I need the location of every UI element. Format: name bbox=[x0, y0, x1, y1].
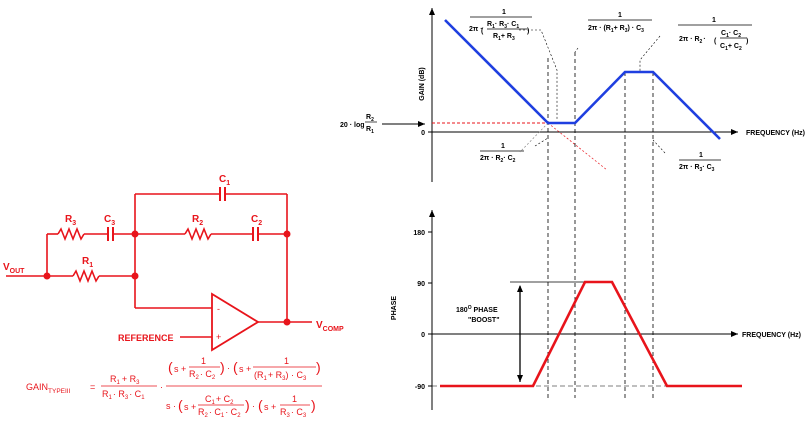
gain-den: R1· R3· C1 bbox=[102, 389, 145, 401]
multiply-dot: · bbox=[160, 382, 163, 392]
svg-text:1: 1 bbox=[501, 143, 505, 150]
paren-open-3: ( bbox=[178, 397, 183, 413]
svg-text:2π · R3· C3: 2π · R3· C3 bbox=[679, 164, 715, 173]
gain-annotation-pole1: 1 2π · (R1+ R3) · C3 bbox=[588, 12, 652, 34]
phase-tick-180: 180 bbox=[413, 230, 425, 237]
f4-den: R3· C3 bbox=[280, 407, 307, 419]
op-amp-symbol bbox=[211, 292, 260, 352]
corner-frequency-markers bbox=[547, 52, 654, 398]
svg-text:180O PHASE: 180O PHASE bbox=[456, 305, 498, 314]
paren-open-4: ( bbox=[258, 397, 263, 413]
f1-num: 1 bbox=[201, 356, 206, 366]
gain-annotation-zero2: 1 2π · R2· C2 bbox=[480, 143, 524, 164]
phase-ylabel: PHASE bbox=[391, 296, 398, 320]
s-1: s + bbox=[174, 364, 186, 374]
vcomp-label: VCOMP bbox=[316, 320, 344, 333]
gain-zero-tick: 0 bbox=[421, 130, 425, 137]
inverting-input-sign: - bbox=[217, 304, 220, 314]
reference-label: REFERENCE bbox=[118, 333, 174, 343]
compensator-schematic bbox=[6, 187, 312, 352]
phase-boost-label: 180O PHASE "BOOST" bbox=[456, 305, 500, 324]
level-num: R2 bbox=[366, 114, 374, 123]
paren-open-1: ( bbox=[168, 359, 173, 375]
paren-close-1: ) bbox=[220, 359, 225, 375]
gain-num: R1+ R3 bbox=[110, 374, 140, 386]
phase-plot: 180 90 0 -90 FREQUENCY (Hz) PHASE 180O P… bbox=[391, 210, 801, 410]
phase-trace bbox=[440, 280, 742, 388]
phase-tick-90: 90 bbox=[417, 281, 425, 288]
multiply-dot-2: · bbox=[227, 363, 230, 373]
svg-text:C1+ C2: C1+ C2 bbox=[720, 43, 742, 52]
vout-label: VOUT bbox=[3, 262, 25, 275]
f1-den: R2· C2 bbox=[189, 369, 216, 381]
paren-open-2: ( bbox=[233, 359, 238, 375]
svg-text:"BOOST": "BOOST" bbox=[468, 317, 500, 324]
r1-label: R1 bbox=[82, 256, 93, 269]
den-s: s · bbox=[166, 401, 176, 411]
svg-text:C1· C2: C1· C2 bbox=[721, 30, 741, 39]
s-3: s + bbox=[184, 402, 196, 412]
paren-close-4: ) bbox=[311, 397, 316, 413]
svg-text:(: ( bbox=[714, 38, 717, 45]
transfer-function: GAINTYPEIII = R1+ R3 R1· R3· C1 · ( s + … bbox=[26, 356, 322, 419]
s-2: s + bbox=[239, 364, 251, 374]
paren-close-3: ) bbox=[245, 397, 250, 413]
svg-text:2π · R2·: 2π · R2· bbox=[679, 36, 706, 45]
svg-text:R1+ R3: R1+ R3 bbox=[493, 33, 515, 42]
f2-den: (R1+ R3) · C3 bbox=[254, 370, 307, 382]
level-prefix: 20 · log bbox=[340, 122, 365, 129]
svg-text:1: 1 bbox=[712, 17, 716, 24]
f2-num: 1 bbox=[284, 356, 289, 366]
svg-text:2π · R2· C2: 2π · R2· C2 bbox=[480, 155, 516, 164]
svg-text:(: ( bbox=[481, 28, 484, 35]
svg-text:2π ·: 2π · bbox=[469, 26, 483, 33]
f3-den: R2· C1· C2 bbox=[198, 407, 241, 419]
svg-text:): ) bbox=[746, 38, 748, 45]
circuit-labels: R3 C3 R2 C2 C1 R1 VOUT VCOMP REFERENCE bbox=[3, 174, 344, 343]
r2-resistor bbox=[184, 226, 212, 242]
noninverting-input-sign: + bbox=[216, 332, 221, 342]
svg-text:1: 1 bbox=[699, 152, 703, 159]
level-den: R1 bbox=[366, 126, 374, 135]
phase-xlabel: FREQUENCY (Hz) bbox=[742, 332, 801, 339]
gain-annotation-pole2: 1 2π · R2· ( C1· C2 C1+ C2 ) bbox=[678, 17, 752, 52]
f3-num: C1+ C2 bbox=[205, 394, 234, 406]
gain-ylabel: GAIN (dB) bbox=[419, 67, 426, 100]
circuit-nodes bbox=[43, 230, 291, 326]
op-amp-inputs: - + bbox=[216, 304, 221, 342]
svg-text:R1· R3· C1: R1· R3· C1 bbox=[487, 21, 519, 30]
r1-resistor bbox=[72, 268, 100, 284]
gain-annotation-pole3: 1 2π · R3· C3 bbox=[679, 152, 721, 173]
svg-text:1: 1 bbox=[502, 9, 506, 16]
r2-label: R2 bbox=[192, 214, 203, 227]
s-4: s + bbox=[264, 402, 276, 412]
r3-resistor bbox=[57, 226, 85, 242]
multiply-dot-3: · bbox=[252, 401, 255, 411]
equals-sign: = bbox=[90, 382, 95, 392]
svg-text:1: 1 bbox=[618, 12, 622, 19]
f4-num: 1 bbox=[292, 394, 297, 404]
svg-text:): ) bbox=[527, 28, 529, 35]
gain-annotation-zero1: 1 2π · ( R1· R3· C1 R1+ R3 ) bbox=[469, 9, 532, 42]
c2-label: C2 bbox=[251, 214, 262, 227]
phase-tick-minus90: -90 bbox=[415, 384, 425, 391]
c3-label: C3 bbox=[104, 214, 115, 227]
gain-plot: FREQUENCY (Hz) GAIN (dB) 0 20 · log R2 R… bbox=[340, 8, 805, 398]
c1-label: C1 bbox=[219, 174, 230, 187]
paren-close-2: ) bbox=[316, 359, 321, 375]
phase-tick-0: 0 bbox=[421, 332, 425, 339]
gain-type-iii-label: GAINTYPEIII bbox=[26, 382, 71, 395]
r3-label: R3 bbox=[65, 214, 76, 227]
svg-text:2π · (R1+ R3) · C3: 2π · (R1+ R3) · C3 bbox=[588, 25, 644, 34]
gain-trace bbox=[444, 19, 721, 140]
gain-xlabel: FREQUENCY (Hz) bbox=[746, 130, 805, 137]
